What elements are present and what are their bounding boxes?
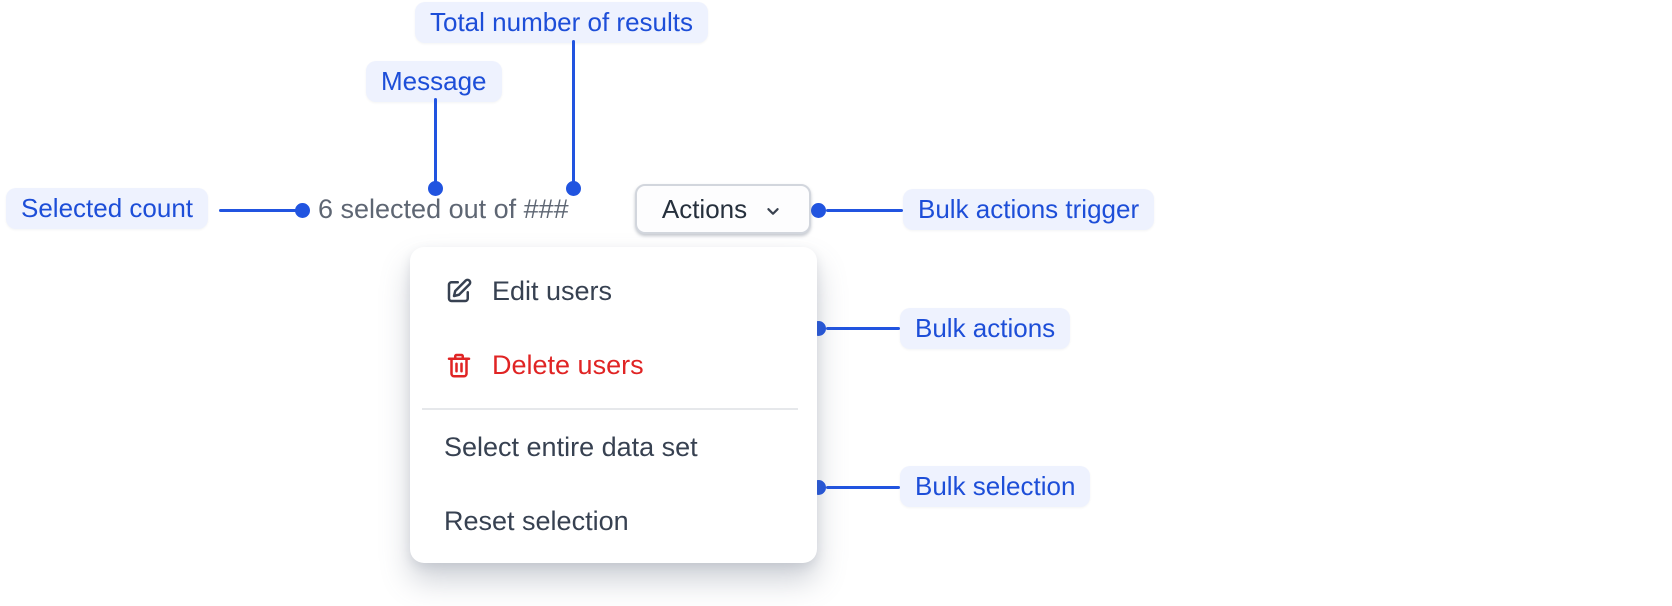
connector-dot-message	[428, 181, 443, 196]
menu-item-edit-users[interactable]: Edit users	[410, 254, 817, 328]
connector-line-selected-count	[219, 209, 297, 212]
menu-item-label: Select entire data set	[444, 431, 698, 462]
connector-dot-selected-count	[295, 203, 310, 218]
trash-icon	[447, 353, 471, 378]
menu-item-select-entire-data-set[interactable]: Select entire data set	[410, 410, 817, 484]
menu-item-label: Delete users	[492, 349, 644, 380]
annotation-bulk-selection: Bulk selection	[900, 466, 1091, 507]
connector-dot-bulk-actions-trigger	[811, 203, 826, 218]
bulk-actions-menu: Edit users Delete users Select entire da…	[410, 247, 817, 563]
menu-divider	[422, 408, 798, 410]
connector-line-bulk-actions-trigger	[826, 209, 903, 212]
connector-line-bulk-actions	[826, 327, 900, 330]
connector-dot-total-results	[566, 181, 581, 196]
connector-line-message	[434, 98, 437, 183]
annotation-bulk-actions: Bulk actions	[900, 308, 1071, 349]
menu-item-label: Reset selection	[444, 505, 629, 536]
menu-item-delete-users[interactable]: Delete users	[410, 328, 817, 402]
annotation-message: Message	[366, 61, 502, 102]
annotation-total-results: Total number of results	[415, 2, 709, 43]
edit-icon	[447, 278, 472, 303]
connector-line-total-results	[572, 40, 575, 183]
menu-item-label: Edit users	[492, 275, 613, 306]
selection-count-message: 6 selected out of ###	[318, 194, 569, 224]
annotation-bulk-actions-trigger: Bulk actions trigger	[903, 189, 1155, 230]
bulk-actions-trigger-button[interactable]: Actions	[635, 184, 811, 234]
bulk-actions-trigger-label: Actions	[661, 193, 748, 224]
annotation-selected-count: Selected count	[6, 188, 209, 229]
chevron-down-icon	[767, 207, 779, 215]
menu-item-reset-selection[interactable]: Reset selection	[410, 484, 817, 558]
connector-line-bulk-selection	[826, 486, 900, 489]
